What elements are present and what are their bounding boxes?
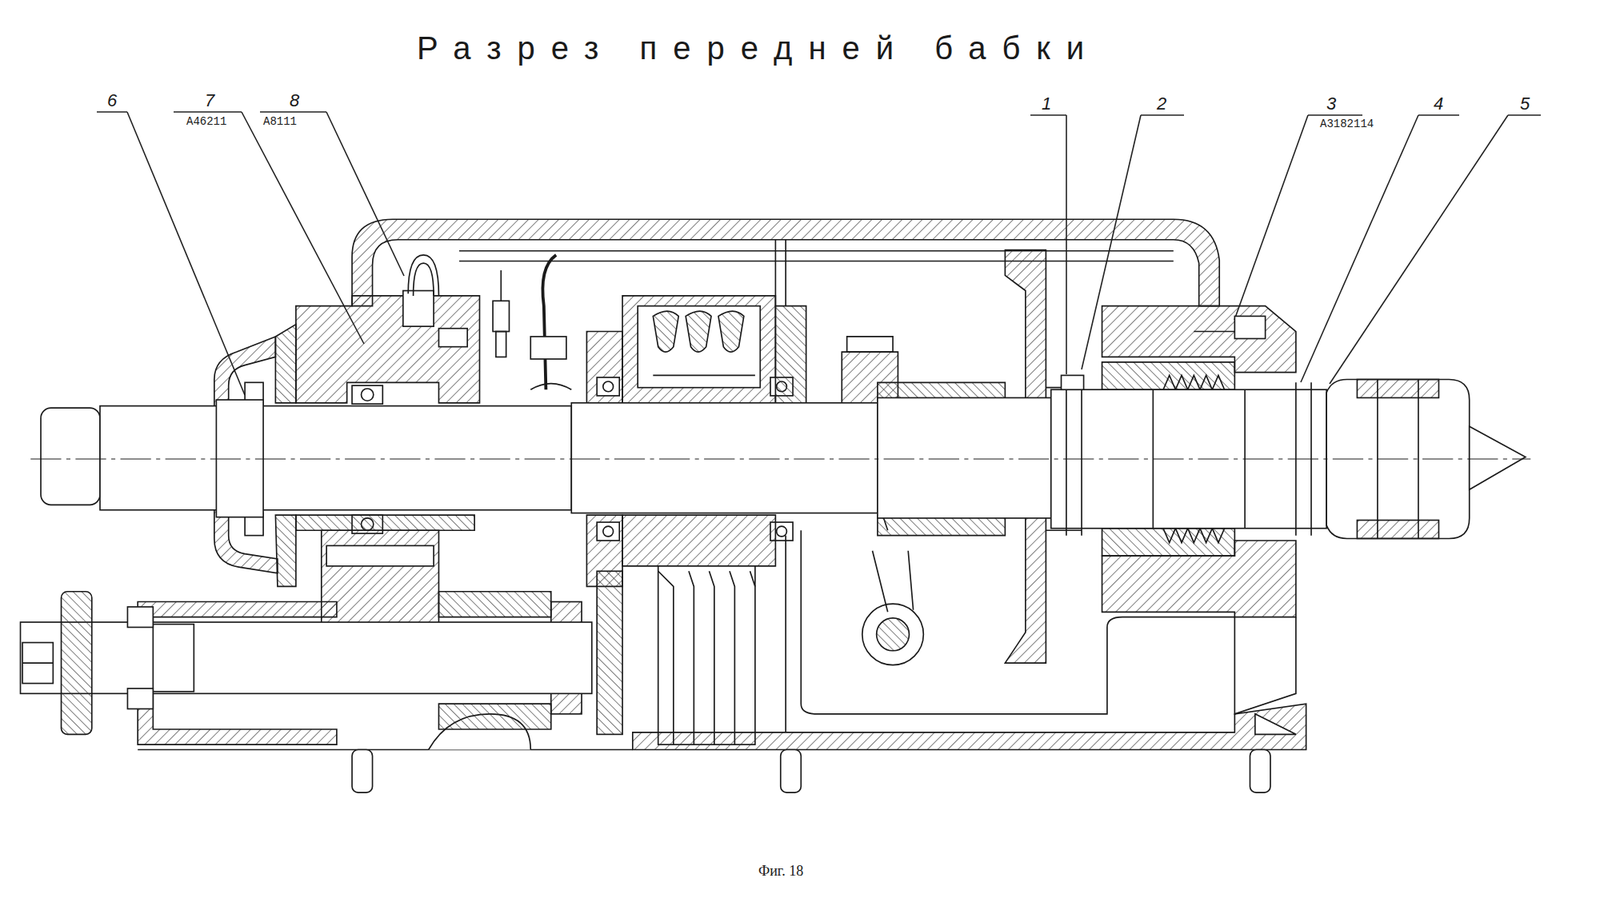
callout-number: 3 bbox=[1326, 94, 1336, 114]
headstock-drawing bbox=[20, 219, 1532, 793]
drawing-title: Разрез передней бабки bbox=[416, 30, 1100, 66]
part-code: А46211 bbox=[186, 116, 227, 128]
figure-caption: Фиг. 18 bbox=[758, 864, 804, 880]
callout-number: 4 bbox=[1433, 94, 1444, 114]
callout-number: 1 bbox=[1041, 94, 1052, 114]
callout-number: 6 bbox=[107, 91, 117, 111]
callout-number: 2 bbox=[1156, 94, 1167, 114]
callout-number: 7 bbox=[204, 91, 215, 111]
callout-number: 5 bbox=[1520, 94, 1530, 114]
part-code: А8111 bbox=[263, 116, 297, 128]
callout-number: 8 bbox=[289, 91, 300, 111]
part-code: А3182114 bbox=[1320, 118, 1374, 131]
